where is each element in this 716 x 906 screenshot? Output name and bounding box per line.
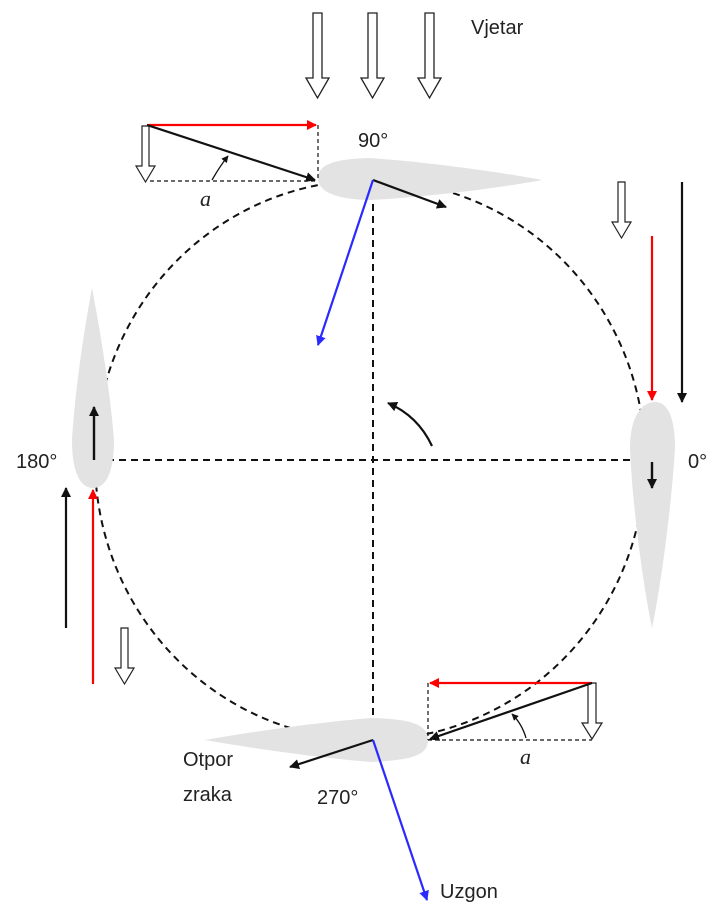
wind-arrow-1 [304, 12, 331, 100]
drag-label-line1: Otpor [183, 749, 233, 771]
alpha-arc-bottom [511, 713, 527, 739]
alpha-label-top: a [200, 186, 211, 211]
wind-arrow-2 [359, 12, 386, 100]
airfoil-top [318, 158, 542, 200]
alpha-arc-top [211, 155, 229, 181]
lift-label: Uzgon [440, 881, 498, 903]
airfoil-right [630, 402, 675, 628]
alpha-label-bottom: a [520, 744, 531, 769]
rotation-arrow [387, 401, 433, 447]
wind-arrow-small-left [113, 627, 136, 686]
wind-arrow-small-bottom-right [580, 682, 604, 741]
black-arrow-bottom-resultant [429, 681, 593, 741]
wind-arrow-small-right [610, 181, 633, 240]
blue-arrow-bottom-lift [371, 739, 429, 901]
angle-270-label: 270° [317, 787, 358, 809]
wind-arrow-3 [416, 12, 443, 100]
drag-label-line2: zraka [183, 784, 233, 806]
black-arrow-bottom-drag [289, 738, 374, 769]
black-arrow-top-drag [372, 178, 447, 209]
airfoil-left [72, 288, 114, 488]
angle-180-label: 180° [16, 451, 57, 473]
wind-label: Vjetar [471, 17, 524, 39]
angle-90-label: 90° [358, 130, 388, 152]
wind-arrows [304, 12, 443, 100]
wind-arrow-small-top-left [134, 125, 157, 184]
angle-0-label: 0° [688, 451, 707, 473]
black-arrow-top-resultant [146, 123, 316, 182]
airfoil-bottom [205, 718, 428, 762]
blue-arrow-top-lift [316, 179, 375, 346]
rotor-path [94, 179, 646, 741]
